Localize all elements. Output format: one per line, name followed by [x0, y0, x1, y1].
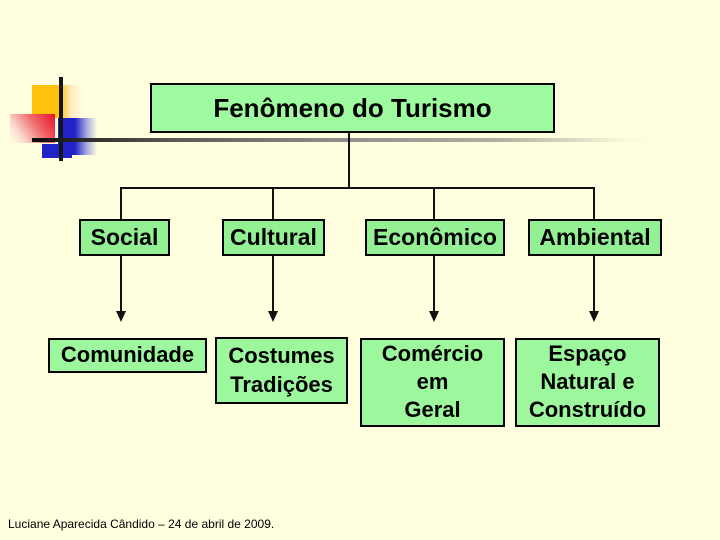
- arrow-cultural-line: [272, 256, 274, 311]
- arrow-social-line: [120, 256, 122, 311]
- box-comercio-line1: Comércio: [381, 341, 484, 366]
- arrow-cultural-head: [268, 311, 278, 322]
- logo-blue-small-square: [42, 144, 72, 158]
- arrow-ambiental-head: [589, 311, 599, 322]
- box-economico-label: Econômico: [373, 224, 497, 250]
- box-costumes-tradicoes: Costumes Tradições: [215, 337, 348, 404]
- horizontal-rule-line: [32, 138, 680, 142]
- title-box: Fenômeno do Turismo: [150, 83, 555, 133]
- box-social-label: Social: [90, 224, 159, 250]
- logo-yellow-square: [32, 85, 85, 118]
- box-espaco-line3: Construído: [528, 397, 647, 422]
- logo-vertical-line: [59, 77, 63, 161]
- box-comercio-em-geral: Comércio em Geral: [360, 338, 505, 427]
- arrow-economico-line: [433, 256, 435, 311]
- connector-drop-cultural: [272, 187, 274, 219]
- box-comercio-line2: em: [416, 369, 449, 394]
- connector-title-drop: [348, 133, 350, 189]
- footer-credit: Luciane Aparecida Cândido – 24 de abril …: [8, 517, 275, 531]
- slide-title: Fenômeno do Turismo: [213, 93, 492, 123]
- box-ambiental-label: Ambiental: [539, 224, 651, 250]
- box-espaco-natural: Espaço Natural e Construído: [515, 338, 660, 427]
- box-comunidade-label: Comunidade: [60, 342, 195, 367]
- box-economico: Econômico: [365, 219, 505, 256]
- box-espaco-line2: Natural e: [540, 369, 635, 394]
- connector-drop-economico: [433, 187, 435, 219]
- box-costumes-line2: Tradições: [230, 372, 333, 397]
- box-social: Social: [79, 219, 170, 256]
- box-comunidade: Comunidade: [48, 338, 207, 373]
- box-cultural-label: Cultural: [230, 224, 317, 250]
- arrow-ambiental-line: [593, 256, 595, 311]
- box-cultural: Cultural: [222, 219, 325, 256]
- arrow-economico-head: [429, 311, 439, 322]
- box-costumes-line1: Costumes: [228, 343, 335, 368]
- box-comercio-line3: Geral: [404, 397, 461, 422]
- connector-horizontal: [120, 187, 595, 189]
- arrow-social-head: [116, 311, 126, 322]
- box-espaco-line1: Espaço: [548, 341, 627, 366]
- box-ambiental: Ambiental: [528, 219, 662, 256]
- connector-drop-social: [120, 187, 122, 219]
- connector-drop-ambiental: [593, 187, 595, 219]
